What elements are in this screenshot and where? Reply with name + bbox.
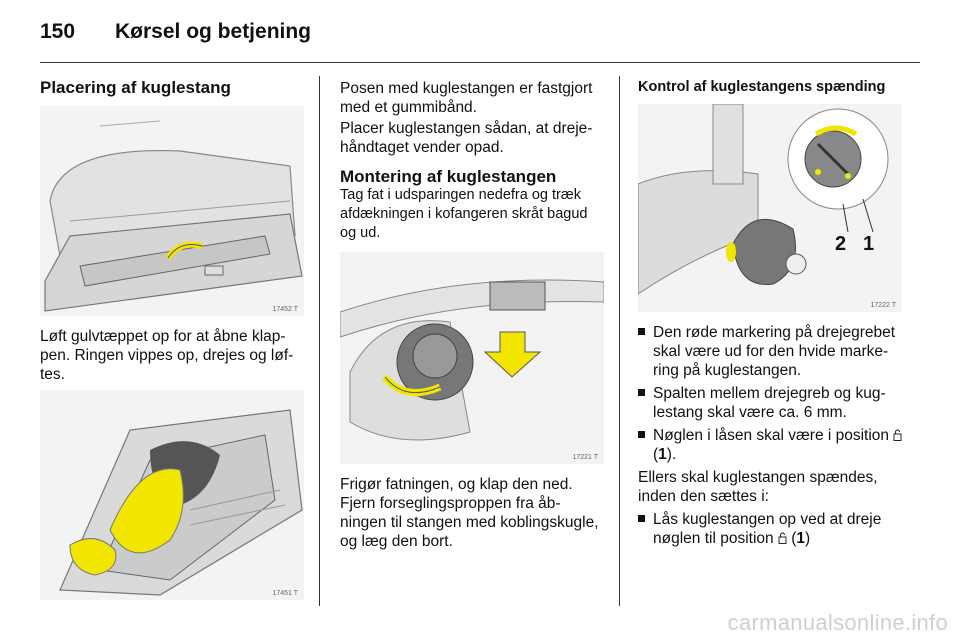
header-rule bbox=[40, 62, 920, 63]
lock-icon bbox=[778, 532, 787, 544]
position-ref: 1 bbox=[658, 446, 667, 463]
paragraph-otherwise: Ellers skal kuglestangen spændes, inden … bbox=[638, 469, 878, 505]
section-title-tension-check: Kontrol af kuglestangens spænding bbox=[638, 79, 886, 95]
column-divider-2 bbox=[619, 76, 620, 606]
bullet-square-icon bbox=[638, 431, 645, 438]
figure-towbar-tension: 2 1 17222 T bbox=[638, 104, 902, 312]
lock-icon bbox=[893, 429, 902, 441]
chapter-title: Kørsel og betjening bbox=[115, 20, 312, 43]
bullet-square-icon bbox=[638, 389, 645, 396]
figure-trunk-floor: 17452 T bbox=[40, 106, 304, 316]
list-item-text: Spalten mellem drejegreb og kug- lestang… bbox=[653, 385, 886, 421]
figure-number: 17452 T bbox=[272, 306, 298, 313]
callout-label-2: 2 bbox=[835, 233, 846, 255]
watermark: carmanualsonline.info bbox=[727, 610, 948, 635]
figure-towbar-bag: 17451 T bbox=[40, 390, 304, 600]
figure-number: 17222 T bbox=[870, 302, 896, 309]
list-item-text: Lås kuglestangen op ved at dreje nøglen … bbox=[653, 511, 882, 547]
bullet-square-icon bbox=[638, 328, 645, 335]
page-number: 150 bbox=[40, 20, 76, 43]
paragraph-remove-cover: Tag fat i udsparingen nedefra og træk af… bbox=[340, 187, 588, 241]
callout-label-1: 1 bbox=[863, 233, 874, 255]
paragraph-lift-carpet: Løft gulvtæppet op for at åbne klap- pen… bbox=[40, 328, 294, 383]
paragraph-bag-fastened: Posen med kuglestangen er fastgjort med … bbox=[340, 80, 593, 116]
paragraph-release-socket: Frigør fatningen, og klap den ned. Fjern… bbox=[340, 476, 599, 550]
section-title-mounting: Montering af kuglestangen bbox=[340, 167, 557, 186]
list-item: Lås kuglestangen op ved at dreje nøglen … bbox=[638, 510, 910, 548]
bullet-square-icon bbox=[638, 515, 645, 522]
list-item-text: Nøglen i låsen skal være i position bbox=[653, 427, 890, 444]
list-item: Spalten mellem drejegreb og kug- lestang… bbox=[638, 384, 910, 422]
list-item: Den røde markering på drejegrebet skal v… bbox=[638, 323, 910, 380]
column-divider-1 bbox=[319, 76, 320, 606]
tension-checklist: Den røde markering på drejegrebet skal v… bbox=[638, 323, 910, 552]
figure-bumper-socket: 17221 T bbox=[340, 252, 604, 464]
list-item: Nøglen i låsen skal være i position (1). bbox=[638, 426, 910, 464]
figure-number: 17451 T bbox=[272, 590, 298, 597]
section-title-placement: Placering af kuglestang bbox=[40, 78, 231, 97]
figure-number: 17221 T bbox=[572, 454, 598, 461]
position-ref: 1 bbox=[796, 530, 806, 547]
list-item-text: Den røde markering på drejegrebet skal v… bbox=[653, 324, 896, 379]
paragraph-place-towbar: Placer kuglestangen sådan, at dreje- hån… bbox=[340, 120, 593, 156]
